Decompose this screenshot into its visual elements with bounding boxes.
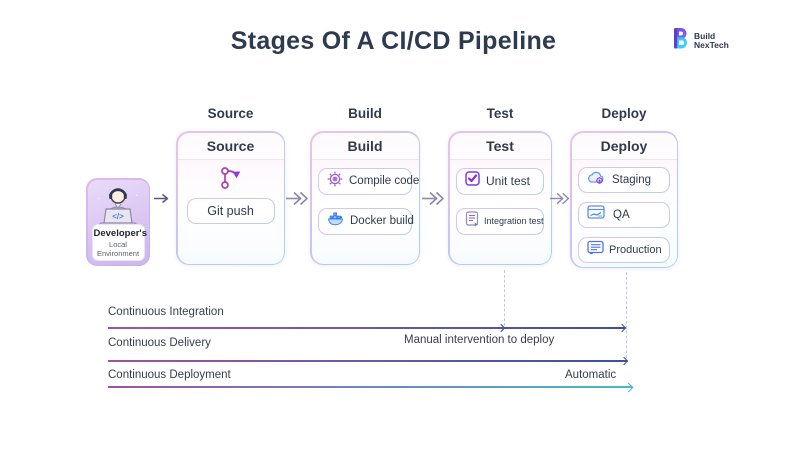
- deployment-end-arrowhead-icon: [623, 382, 634, 392]
- brand-name: Build NexTech: [694, 30, 729, 51]
- track-label-continuous-integration: Continuous Integration: [108, 306, 224, 318]
- docker-whale-icon: [327, 211, 344, 231]
- developer-box-inner: </> Developer's Local Environment: [87, 179, 149, 265]
- source-to-build-arrow-icon: [286, 190, 310, 212]
- integration-test-item: Integration test: [456, 207, 544, 235]
- stage-label-deploy: Deploy: [601, 106, 647, 121]
- production-label: Production: [609, 243, 662, 256]
- stage-box-source: Source Git push: [176, 131, 285, 265]
- stage-box-build-inner: Build: [311, 132, 419, 264]
- cd-end-arrowhead-icon: [619, 356, 629, 366]
- stage-box-test-inner: Test Unit test: [449, 132, 551, 264]
- page-title: Stages Of A CI/CD Pipeline: [230, 27, 557, 55]
- card-chart-icon: [587, 205, 605, 224]
- manual-intervention-annotation: Manual intervention to deploy: [404, 334, 555, 346]
- automatic-annotation: Automatic: [565, 369, 617, 381]
- build-nextech-logo-icon: [671, 27, 690, 55]
- git-push-button: Git push: [186, 197, 275, 224]
- compile-code-label: Compile code: [349, 175, 420, 187]
- dev-to-source-arrow-icon: [153, 192, 173, 210]
- cloud-gear-icon: [587, 170, 606, 190]
- compile-code-item: Compile code: [318, 167, 419, 195]
- integration-test-label: Integration test: [484, 216, 544, 226]
- git-push-label: Git push: [207, 203, 254, 218]
- developer-title: Developer's: [93, 227, 147, 239]
- developer-label-card: Developer's Local Environment: [91, 223, 147, 261]
- build-to-test-arrow-icon: [422, 190, 446, 212]
- stage-box-deploy: Deploy: [570, 131, 678, 268]
- staging-label: Staging: [612, 173, 652, 186]
- gear-icon: [327, 171, 343, 192]
- qa-label: QA: [613, 208, 630, 221]
- stage-box-source-inner: Source Git push: [177, 132, 284, 264]
- brand-line1: Build: [694, 30, 716, 41]
- document-lines-icon: [465, 210, 480, 232]
- stage-label-source: Source: [207, 106, 254, 121]
- staging-item: Staging: [578, 166, 670, 193]
- developer-box: </> Developer's Local Environment: [86, 178, 150, 266]
- unit-test-label: Unit test: [486, 174, 531, 188]
- stage-header-test: Test: [449, 132, 551, 160]
- brand-line2: NexTech: [694, 40, 729, 50]
- track-label-continuous-delivery: Continuous Delivery: [108, 337, 211, 349]
- stage-header-deploy: Deploy: [571, 132, 677, 160]
- stage-box-test: Test Unit test: [448, 131, 552, 265]
- docker-build-label: Docker build: [350, 215, 414, 227]
- unit-test-item: Unit test: [456, 167, 544, 195]
- test-to-deploy-arrow-icon: [550, 190, 571, 212]
- continuous-integration-line: [108, 327, 625, 329]
- continuous-deployment-line: [108, 386, 632, 388]
- developer-subtitle: Local Environment: [96, 239, 140, 258]
- svg-text:</>: </>: [112, 212, 124, 221]
- stage-label-build: Build: [348, 106, 382, 121]
- checkbox-check-icon: [465, 171, 480, 191]
- stage-header-build: Build: [311, 132, 419, 160]
- stage-box-build: Build: [310, 131, 420, 265]
- ci-end-arrowhead-icon: [617, 323, 627, 333]
- server-icon: [587, 240, 604, 260]
- stage-label-test: Test: [486, 106, 514, 121]
- stage-header-source: Source: [177, 132, 284, 160]
- git-branch-icon: [216, 166, 246, 197]
- track-label-continuous-deployment: Continuous Deployment: [108, 369, 231, 381]
- test-drop-dashed-line: [504, 270, 505, 326]
- deploy-drop-dashed-line: [626, 272, 627, 358]
- docker-build-item: Docker build: [318, 207, 414, 235]
- production-item: Production: [578, 236, 670, 263]
- continuous-delivery-line: [108, 360, 627, 362]
- brand-logo: Build NexTech: [671, 27, 729, 55]
- qa-item: QA: [578, 201, 670, 228]
- stage-box-deploy-inner: Deploy: [571, 132, 677, 267]
